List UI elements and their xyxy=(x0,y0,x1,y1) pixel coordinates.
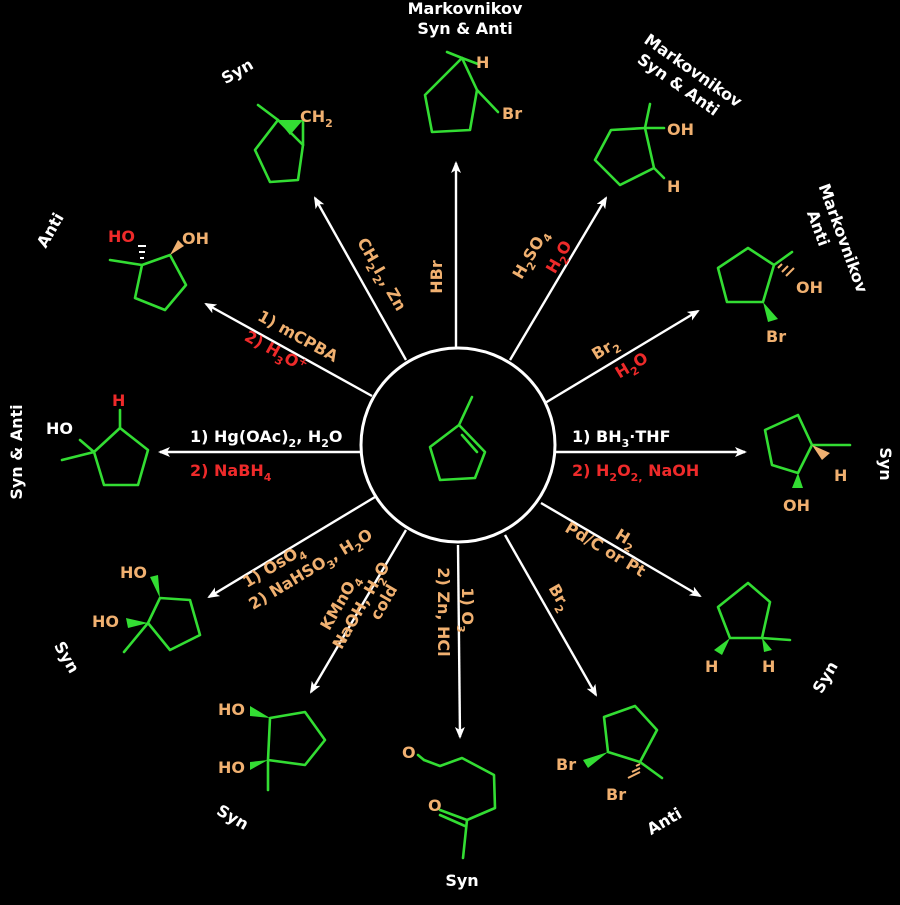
selectivity-hydrogenation: Syn xyxy=(809,658,842,696)
selectivity-oso4: Syn xyxy=(50,638,83,676)
svg-text:O: O xyxy=(402,743,416,762)
svg-text:2) Zn, HCl: 2) Zn, HCl xyxy=(434,567,453,656)
svg-text:H: H xyxy=(834,466,847,485)
svg-text:2) H2O2, NaOH: 2) H2O2, NaOH xyxy=(572,461,699,484)
product-halohydrin: OH Br xyxy=(716,246,823,346)
svg-text:HO: HO xyxy=(108,227,135,246)
reagent-oxymercuration: 1) Hg(OAc)2, H2O 2) NaBH4 xyxy=(190,427,343,484)
svg-text:CH2: CH2 xyxy=(300,107,333,130)
product-hydroboration: H OH xyxy=(763,413,852,515)
selectivity-kmno4: Syn xyxy=(214,801,252,834)
svg-text:H: H xyxy=(667,177,680,196)
product-bromination: Br Br xyxy=(556,704,664,804)
svg-text:OH: OH xyxy=(667,120,694,139)
arrow-simmons-smith xyxy=(313,196,408,361)
svg-text:HO: HO xyxy=(92,612,119,631)
svg-text:H: H xyxy=(705,657,718,676)
selectivity-oxymercuration: Syn & Anti xyxy=(7,404,26,499)
svg-text:H2SO4: H2SO4 xyxy=(509,226,556,284)
reagent-bromination: Br2 xyxy=(541,580,575,616)
svg-text:H: H xyxy=(112,391,125,410)
product-oso4: HO HO xyxy=(92,563,202,654)
selectivity-hbr-1: Markovnikov xyxy=(408,0,523,18)
arrow-epoxidation xyxy=(204,302,373,398)
arrows xyxy=(158,161,747,739)
selectivity-bromination: Anti xyxy=(644,804,685,839)
reagent-epoxidation: 1) mCPBA 2) H3O+ xyxy=(241,306,341,371)
product-ozonolysis: O O xyxy=(402,743,497,860)
center-circle xyxy=(359,346,557,544)
svg-text:OH: OH xyxy=(182,229,209,248)
arrow-bromination xyxy=(503,534,598,697)
svg-text:OH: OH xyxy=(796,278,823,297)
selectivity-epoxidation: Anti xyxy=(33,210,68,251)
arrow-halohydrin xyxy=(544,309,700,405)
reagent-hydroboration: 1) BH3·THF 2) H2O2, NaOH xyxy=(572,427,699,484)
reagent-hbr: HBr xyxy=(427,260,446,294)
arrow-hydration xyxy=(508,196,608,361)
selectivity-ozonolysis: Syn xyxy=(445,871,478,890)
svg-text:1) BH3·THF: 1) BH3·THF xyxy=(572,427,671,450)
product-oxymercuration: HO H xyxy=(46,391,150,487)
svg-text:HO: HO xyxy=(120,563,147,582)
arrow-kmno4 xyxy=(309,529,408,694)
reagent-hydration: H2SO4 H2O xyxy=(509,226,579,284)
reagent-ozonolysis: 1) O3 2) Zn, HCl xyxy=(434,567,477,656)
selectivity-hbr-2: Syn & Anti xyxy=(417,19,512,38)
product-epoxidation: HO OH xyxy=(108,227,209,312)
svg-text:2) NaBH4: 2) NaBH4 xyxy=(190,461,272,484)
svg-text:Br2: Br2 xyxy=(541,580,575,616)
product-hydrogenation: H H xyxy=(705,581,792,676)
product-kmno4: HO HO xyxy=(218,700,327,792)
svg-text:1) O3: 1) O3 xyxy=(454,587,477,632)
svg-text:HO: HO xyxy=(218,700,245,719)
svg-text:Br: Br xyxy=(606,785,626,804)
svg-text:1) Hg(OAc)2, H2O: 1) Hg(OAc)2, H2O xyxy=(190,427,343,450)
selectivity-simmons-smith: Syn xyxy=(218,55,256,88)
product-hydration: OH H xyxy=(593,102,694,196)
arrow-oso4 xyxy=(207,495,376,599)
svg-text:H2O: H2O xyxy=(542,237,579,279)
svg-text:Br: Br xyxy=(556,755,576,774)
svg-text:Br: Br xyxy=(502,104,522,123)
svg-text:Br: Br xyxy=(766,327,786,346)
svg-text:HO: HO xyxy=(46,419,73,438)
arrow-hydrogenation xyxy=(540,501,702,598)
svg-text:O: O xyxy=(428,796,442,815)
svg-text:OH: OH xyxy=(783,496,810,515)
svg-text:H: H xyxy=(476,53,489,72)
center-molecule-methylcyclopentene xyxy=(428,395,487,482)
arrow-ozonolysis xyxy=(454,544,465,739)
product-simmons-smith: CH2 xyxy=(253,103,333,184)
svg-text:H: H xyxy=(762,657,775,676)
svg-text:HO: HO xyxy=(218,758,245,777)
svg-text:Pd/C or Pt: Pd/C or Pt xyxy=(562,518,649,581)
product-hbr: H Br xyxy=(423,50,522,134)
selectivity-hydroboration: Syn xyxy=(876,447,895,480)
reagent-hydrogenation: H2 Pd/C or Pt xyxy=(562,518,649,581)
